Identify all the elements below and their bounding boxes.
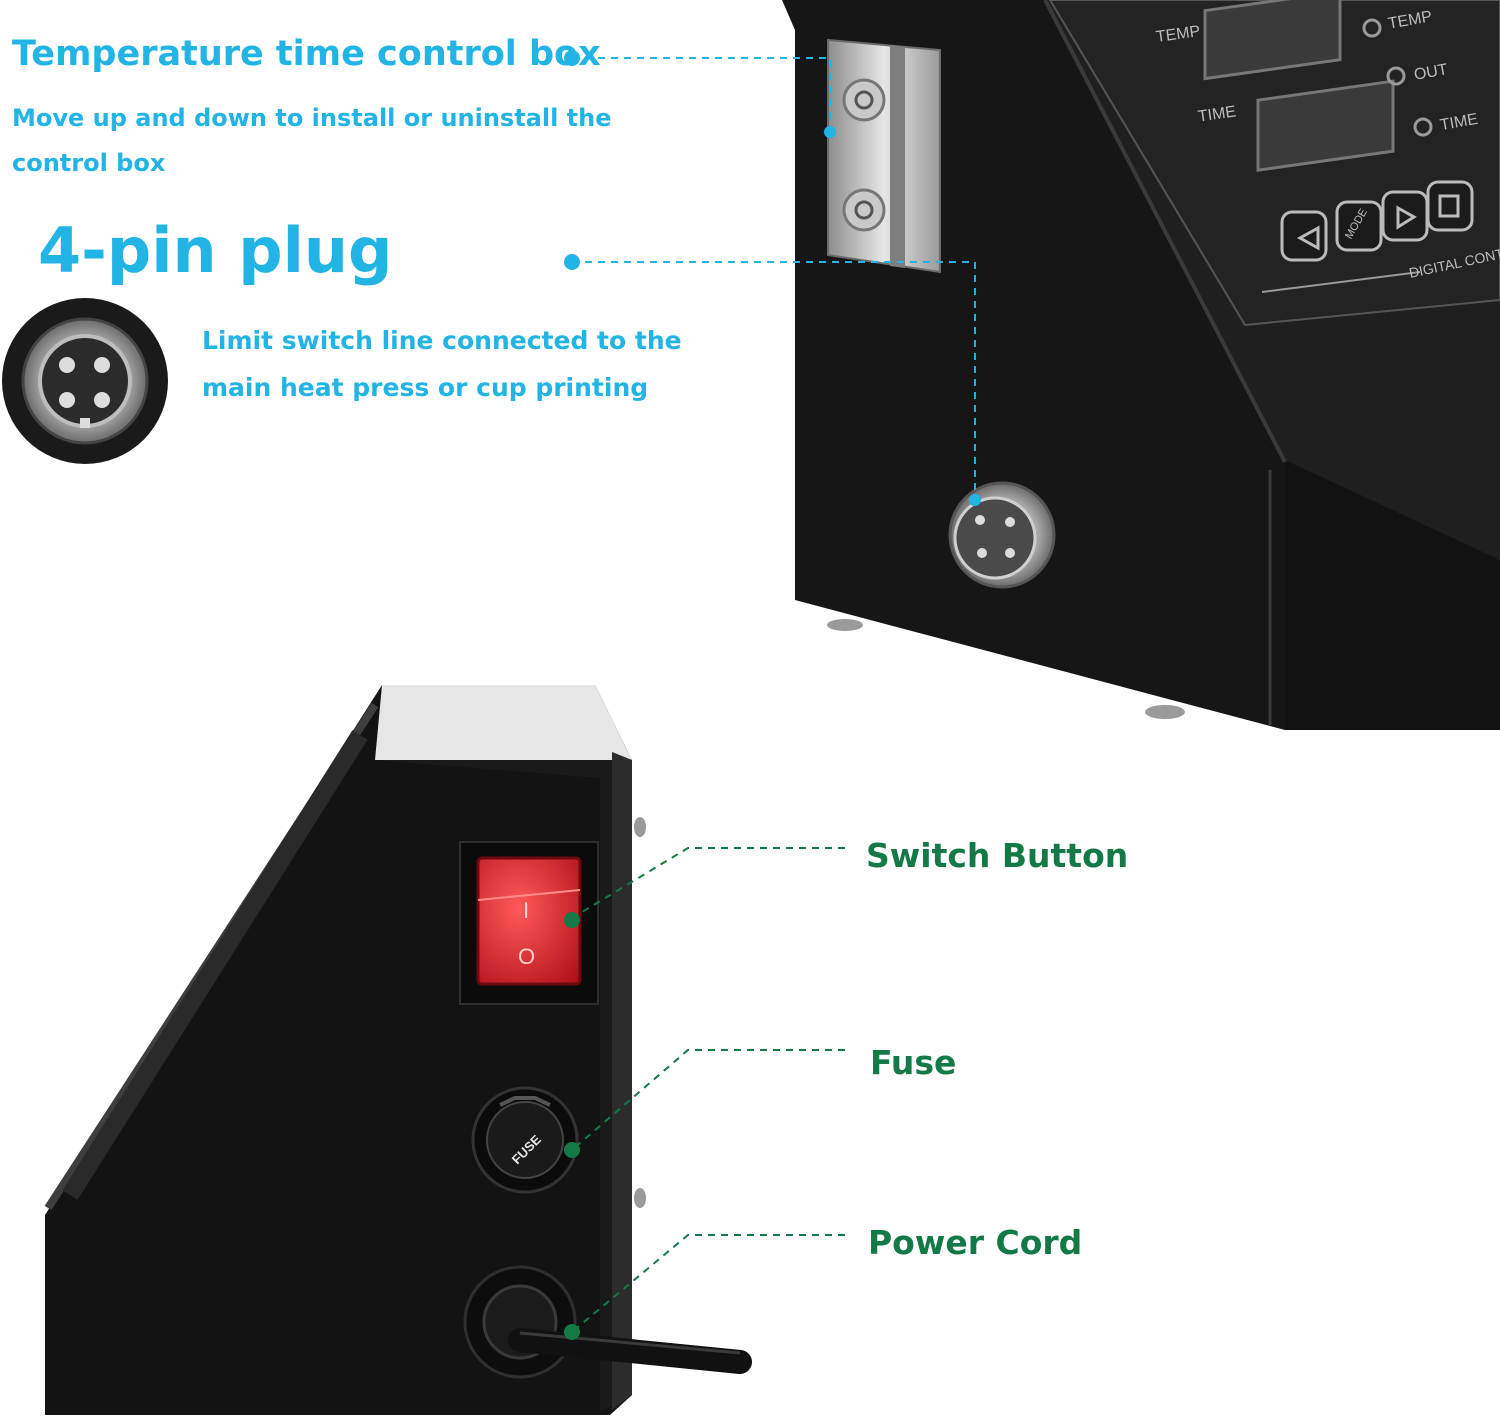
four-pin-plug-inset — [2, 298, 168, 464]
plug-description: Limit switch line connected to the main … — [202, 326, 682, 402]
control-box-title: Temperature time control box — [12, 34, 601, 74]
switch-off-mark: O — [518, 944, 536, 969]
plug-title: 4-pin plug — [38, 214, 393, 287]
control-box-top — [782, 0, 1500, 730]
control-box-description: Move up and down to install or uninstall… — [12, 104, 612, 177]
fuse-label: Fuse — [870, 1043, 957, 1082]
switch-on-mark: I — [523, 898, 530, 923]
power-cord-label: Power Cord — [868, 1223, 1083, 1262]
callout-lines — [571, 57, 976, 1333]
callout-dots — [564, 50, 981, 1340]
switch-button-label: Switch Button — [866, 836, 1129, 875]
control-box-side — [44, 685, 752, 1415]
